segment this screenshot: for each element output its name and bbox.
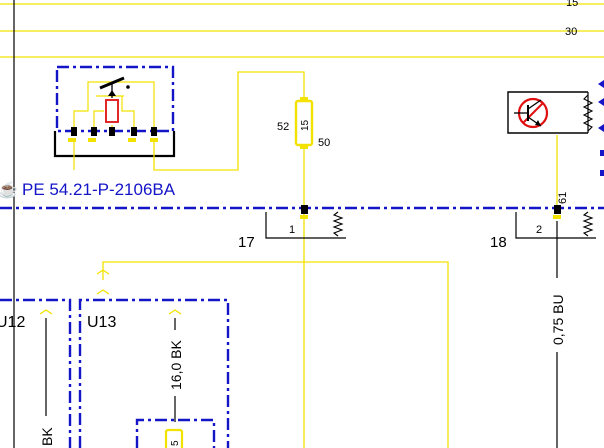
u13-label: U13 [87, 314, 116, 331]
node-18-bracket [515, 212, 596, 239]
relay-ground-icon: ☕ [0, 180, 18, 199]
relay-base-bracket [53, 131, 176, 158]
fuse-pin-out: 50 [318, 137, 330, 149]
sensor-pin-label: 61 [557, 192, 569, 204]
relay-coil [105, 99, 119, 123]
bottom-fuse-number: 5 [170, 440, 181, 446]
u12-label: U12 [0, 314, 25, 331]
node-17[interactable]: 1 17 [238, 205, 346, 251]
relay-output-wire [153, 71, 305, 171]
fuse-icon [164, 428, 184, 448]
u12-frame [0, 298, 72, 448]
fuse-15[interactable]: 15 52 50 [277, 97, 330, 149]
fuse-number: 15 [300, 119, 311, 131]
ground-spring-icon [332, 211, 344, 237]
top-rails [0, 3, 604, 58]
relay-designation[interactable]: PE 54.21-P-2106BA [22, 180, 176, 199]
distribution-wire [102, 261, 449, 448]
u12-module[interactable]: U12 BK [0, 298, 72, 448]
u13-wire-spec: 16,0 BK [168, 340, 184, 390]
node-18-label: 18 [490, 234, 507, 251]
u13-module[interactable]: U13 16,0 BK 5 [78, 298, 230, 448]
node-18-pin: 2 [536, 224, 542, 236]
node-17-label: 17 [238, 234, 255, 251]
node-18[interactable]: 2 18 [490, 205, 596, 251]
relay-terminals [71, 127, 157, 136]
relay-switch-icon [73, 81, 155, 131]
node-17-bracket [265, 212, 346, 239]
node-17-pin: 1 [289, 224, 295, 236]
rail-15-label: 15 [566, 0, 578, 9]
sensor-component[interactable] [507, 91, 594, 134]
transistor-icon [514, 97, 549, 129]
right-edge-markers [598, 80, 604, 176]
u13-subframe [135, 418, 216, 448]
relay-switch-lever [99, 76, 125, 90]
ground-spring-icon [582, 211, 594, 237]
sensor-spring-icon [582, 94, 594, 132]
sensor-wire-spec: 0,75 BU [550, 294, 566, 345]
u12-wire-spec: BK [39, 427, 55, 446]
sensor-frame [507, 91, 588, 134]
u13-frame [78, 298, 230, 448]
rail-30-label: 30 [565, 26, 577, 38]
fuse-pin-in: 52 [277, 121, 289, 133]
relay-component[interactable] [53, 65, 176, 158]
